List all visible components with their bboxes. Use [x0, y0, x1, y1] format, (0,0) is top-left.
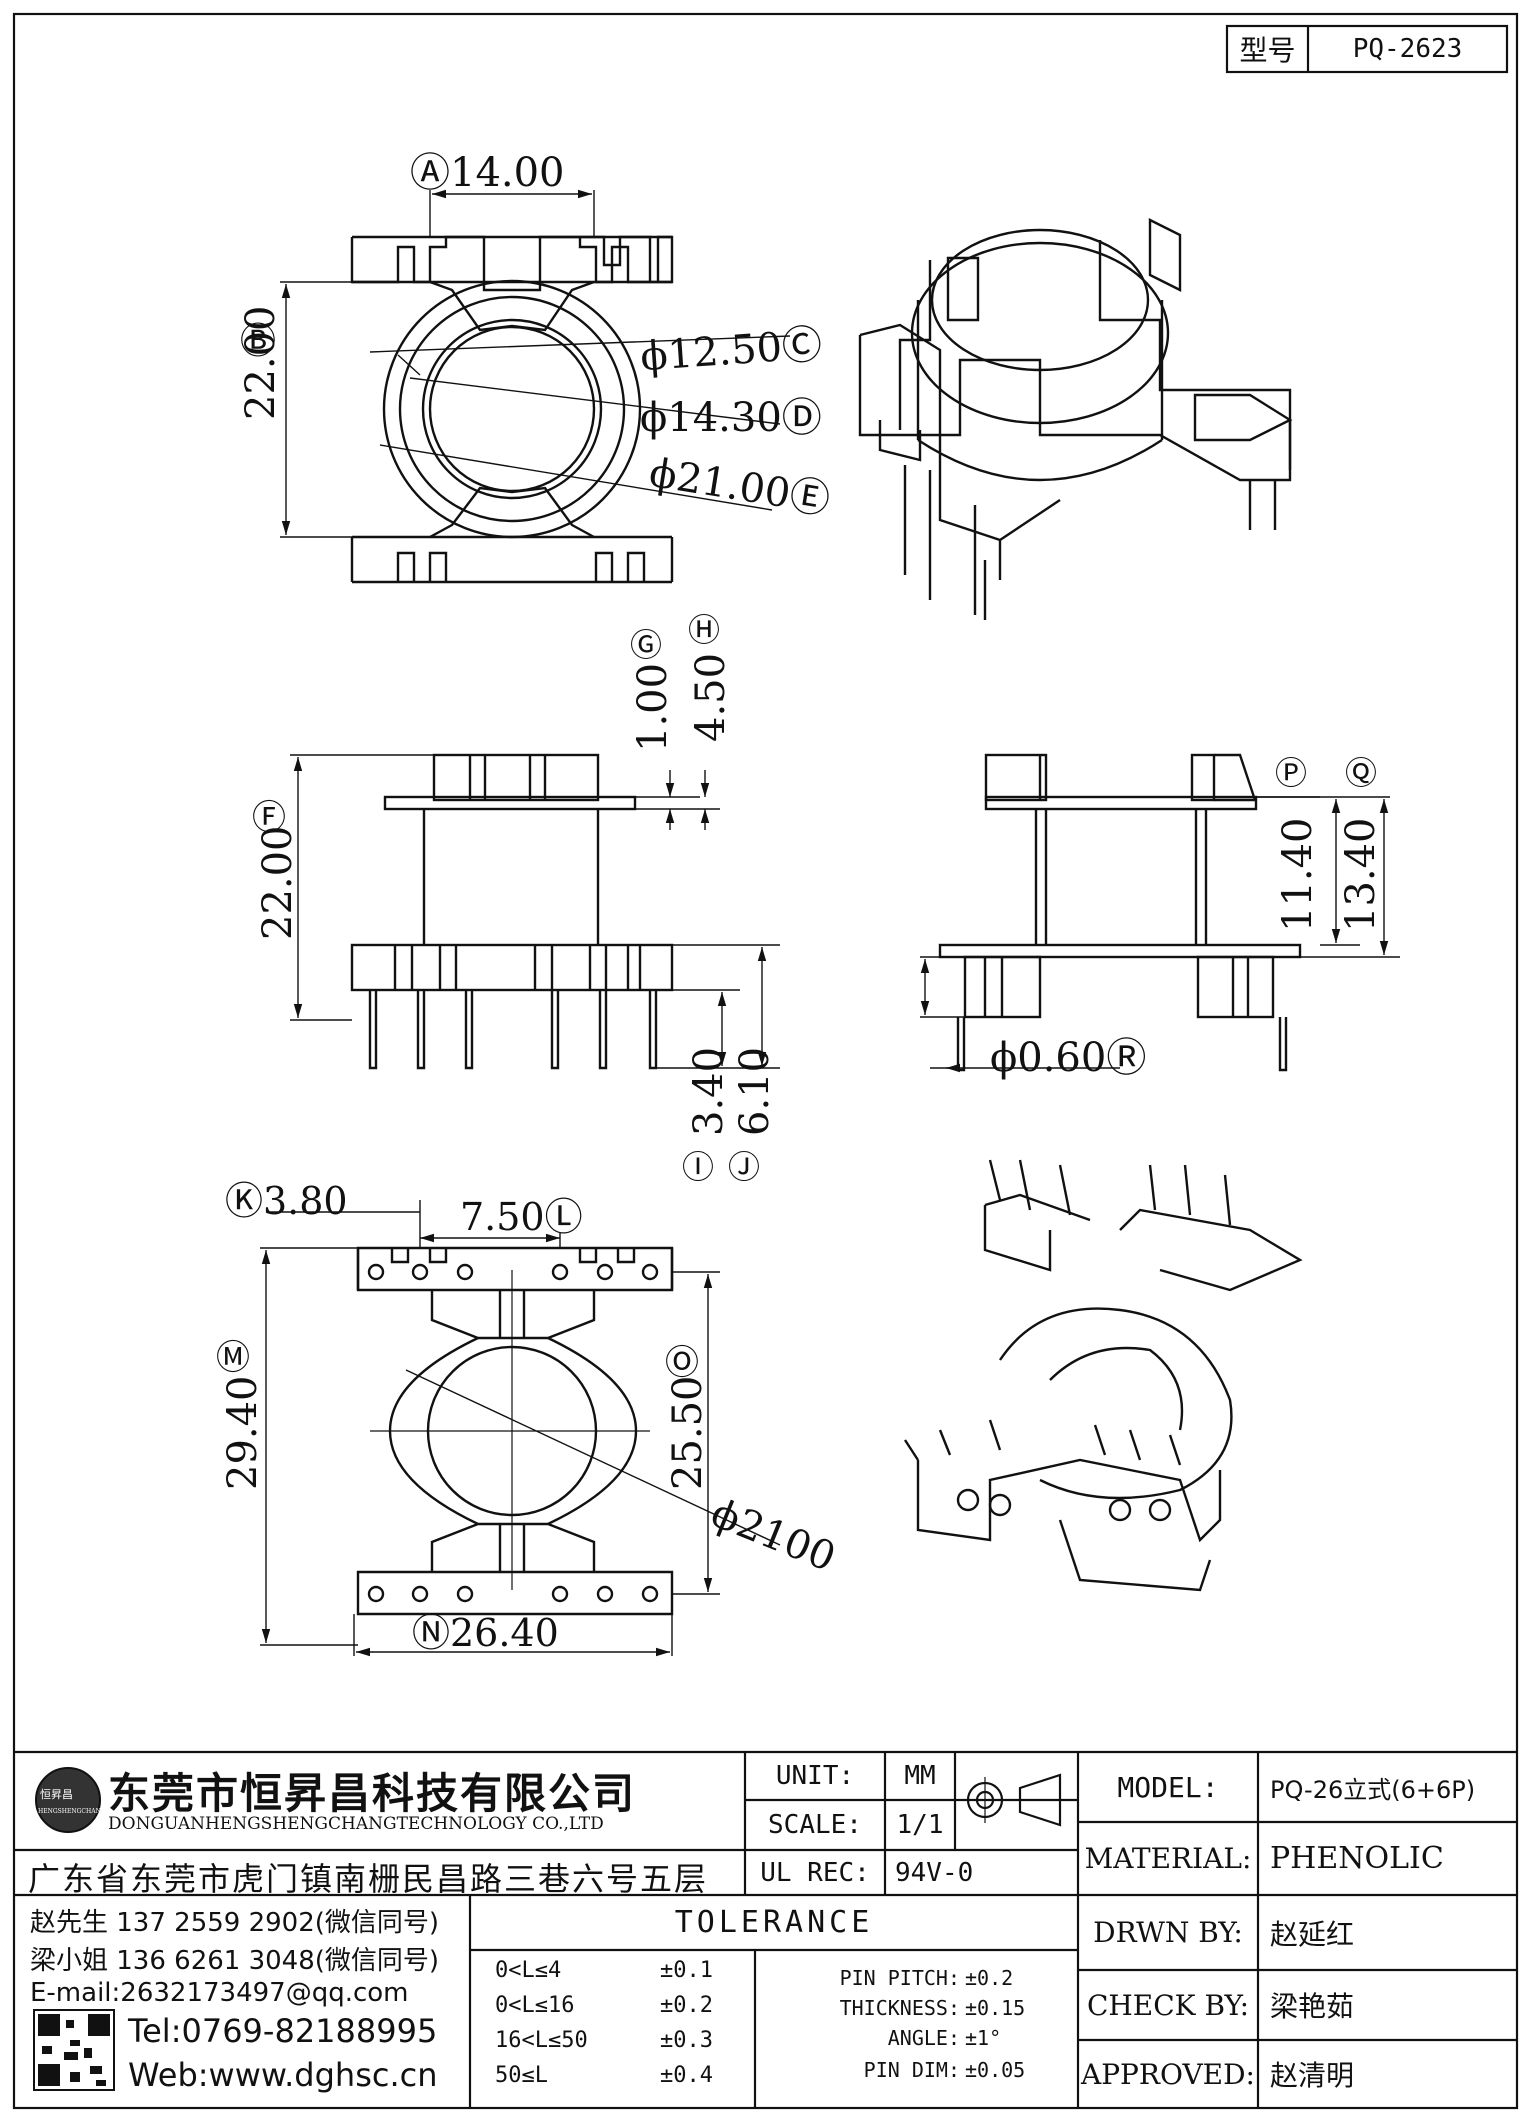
dim-f-circle: Ⓕ — [252, 798, 286, 838]
dim-h-value: 4.50 — [688, 652, 734, 742]
dim-o-circle: Ⓞ — [665, 1343, 699, 1383]
front-view — [920, 753, 1400, 1073]
scale-label: SCALE: — [768, 1810, 862, 1840]
dim-q-circle: Ⓠ — [1345, 754, 1378, 792]
qr-code — [33, 2009, 115, 2091]
web: Web:www.dghsc.cn — [128, 2056, 438, 2094]
thickness-tol: ±0.15 — [965, 1996, 1026, 2020]
dim-p-circle: Ⓟ — [1275, 754, 1308, 792]
drawn-value: 赵延红 — [1270, 1917, 1355, 1951]
dim-i-value: 3.40 — [686, 1046, 732, 1136]
material-value: PHENOLIC — [1270, 1841, 1444, 1876]
unit-label: UNIT: — [775, 1761, 855, 1791]
contact-2: 梁小姐 136 6261 3048(微信同号) — [30, 1946, 440, 1976]
company-name-cn: 东莞市恒昇昌科技有限公司 — [108, 1769, 637, 1818]
dim-p-value: 11.40 — [1275, 817, 1321, 932]
tol-range-3: 16<L≤50 — [495, 2028, 588, 2053]
dim-m-circle: Ⓜ — [216, 1338, 250, 1378]
dim-a: Ⓐ14.00 — [410, 150, 565, 196]
bottom-view — [260, 1200, 781, 1657]
dim-b-circle: Ⓑ — [240, 321, 277, 362]
tol-value-4: ±0.4 — [660, 2063, 713, 2088]
angle-label: ANGLE: — [887, 2026, 960, 2050]
side-view — [290, 753, 780, 1070]
angle-tol: ±1° — [965, 2026, 1002, 2050]
logo-sub: HENGSHENGCHANG — [38, 1808, 106, 1815]
top-view — [280, 189, 791, 584]
unit-value: MM — [904, 1761, 936, 1791]
approved-label: APPROVED: — [1081, 2057, 1255, 2091]
tolerance-title: TOLERANCE — [674, 1905, 874, 1940]
dim-j-value: 6.10 — [732, 1046, 778, 1136]
tol-value-3: ±0.3 — [660, 2028, 713, 2053]
company-name-en: DONGUANHENGSHENGCHANGTECHNOLOGY CO.,LTD — [108, 1814, 604, 1834]
company-address: 广东省东莞市虎门镇南栅民昌路三巷六号五层 — [28, 1860, 709, 1898]
tol-value-1: ±0.1 — [660, 1958, 713, 1983]
ulrec-value: 94V-0 — [895, 1857, 974, 1888]
dim-r: ϕ0.60Ⓡ — [990, 1035, 1147, 1081]
dim-b-value: 22.00 — [238, 305, 284, 420]
tel: Tel:0769-82188995 — [128, 2012, 438, 2050]
pin-dim-label: PIN DIM: — [863, 2058, 960, 2082]
type-box — [1225, 24, 1509, 74]
type-value: PQ-2623 — [1352, 34, 1463, 64]
material-label: MATERIAL: — [1084, 1842, 1252, 1875]
pin-pitch-tol: ±0.2 — [965, 1966, 1014, 1990]
dim-k: Ⓚ3.80 — [225, 1179, 348, 1223]
scale-value: 1/1 — [896, 1810, 944, 1840]
tol-range-4: 50≤L — [495, 2063, 548, 2088]
check-label: CHECK BY: — [1086, 1988, 1250, 2022]
dim-d: ϕ14.30Ⓓ — [640, 395, 822, 441]
dim-g-value: 1.00 — [630, 662, 676, 752]
company-logo — [35, 1767, 101, 1833]
dim-j-circle: Ⓙ — [728, 1148, 761, 1186]
model-value: PQ-26立式(6+6P) — [1270, 1775, 1476, 1804]
dim-o-value: 25.50 — [665, 1375, 711, 1490]
outer-frame — [12, 12, 1519, 2110]
approved-value: 赵清明 — [1270, 2059, 1355, 2092]
dim-h-circle: Ⓗ — [688, 611, 721, 649]
model-label: MODEL: — [1117, 1770, 1219, 1804]
iso-view-top — [858, 218, 1293, 620]
dim-l: 7.50Ⓛ — [460, 1195, 583, 1239]
dim-q-value: 13.40 — [1338, 817, 1384, 932]
drawn-label: DRWN BY: — [1093, 1916, 1243, 1949]
logo-text: 恒昇昌 — [40, 1788, 73, 1801]
dim-f-value: 22.00 — [255, 825, 301, 940]
dim-n: Ⓝ26.40 — [412, 1611, 559, 1655]
contact-1: 赵先生 137 2559 2902(微信同号) — [30, 1908, 440, 1938]
thickness-label: THICKNESS: — [839, 1996, 960, 2020]
type-label: 型号 — [1239, 34, 1296, 67]
tol-range-2: 0<L≤16 — [495, 1993, 575, 2018]
dim-m-value: 29.40 — [220, 1375, 266, 1490]
dim-g-circle: Ⓖ — [630, 626, 663, 664]
ulrec-label: UL REC: — [760, 1857, 870, 1888]
pin-pitch-label: PIN PITCH: — [839, 1966, 960, 1990]
tol-range-1: 0<L≤4 — [495, 1958, 562, 1983]
iso-view-bottom — [903, 1159, 1303, 1592]
email: E-mail:2632173497@qq.com — [30, 1978, 409, 2008]
pin-dim-tol: ±0.05 — [965, 2058, 1026, 2082]
tol-value-2: ±0.2 — [660, 1993, 713, 2018]
dim-i-circle: Ⓘ — [682, 1148, 715, 1186]
check-value: 梁艳茹 — [1270, 1990, 1355, 2023]
title-block-grid — [14, 1750, 1517, 2108]
